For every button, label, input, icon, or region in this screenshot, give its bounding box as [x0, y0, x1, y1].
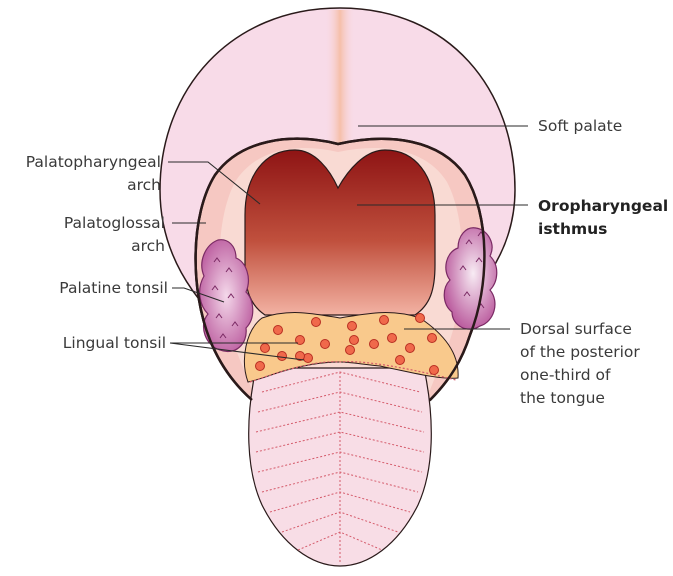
label-dorsal-line3: one-third of [520, 364, 610, 386]
label-dorsal-line4: the tongue [520, 387, 605, 409]
label-oropharyngeal-isthmus-line2: isthmus [538, 218, 607, 240]
label-dorsal-line1: Dorsal surface [520, 318, 632, 340]
label-palatopharyngeal-line2: arch [127, 174, 161, 196]
label-lingual-tonsil: Lingual tonsil [63, 332, 166, 354]
label-palatoglossal-line2: arch [131, 235, 165, 257]
label-oropharyngeal-isthmus-line1: Oropharyngeal [538, 195, 668, 217]
label-palatine-tonsil: Palatine tonsil [59, 277, 168, 299]
label-palatoglossal-line1: Palatoglossal [64, 212, 165, 234]
label-soft-palate: Soft palate [538, 115, 622, 137]
label-palatopharyngeal-line1: Palatopharyngeal [26, 151, 161, 173]
label-dorsal-line2: of the posterior [520, 341, 640, 363]
